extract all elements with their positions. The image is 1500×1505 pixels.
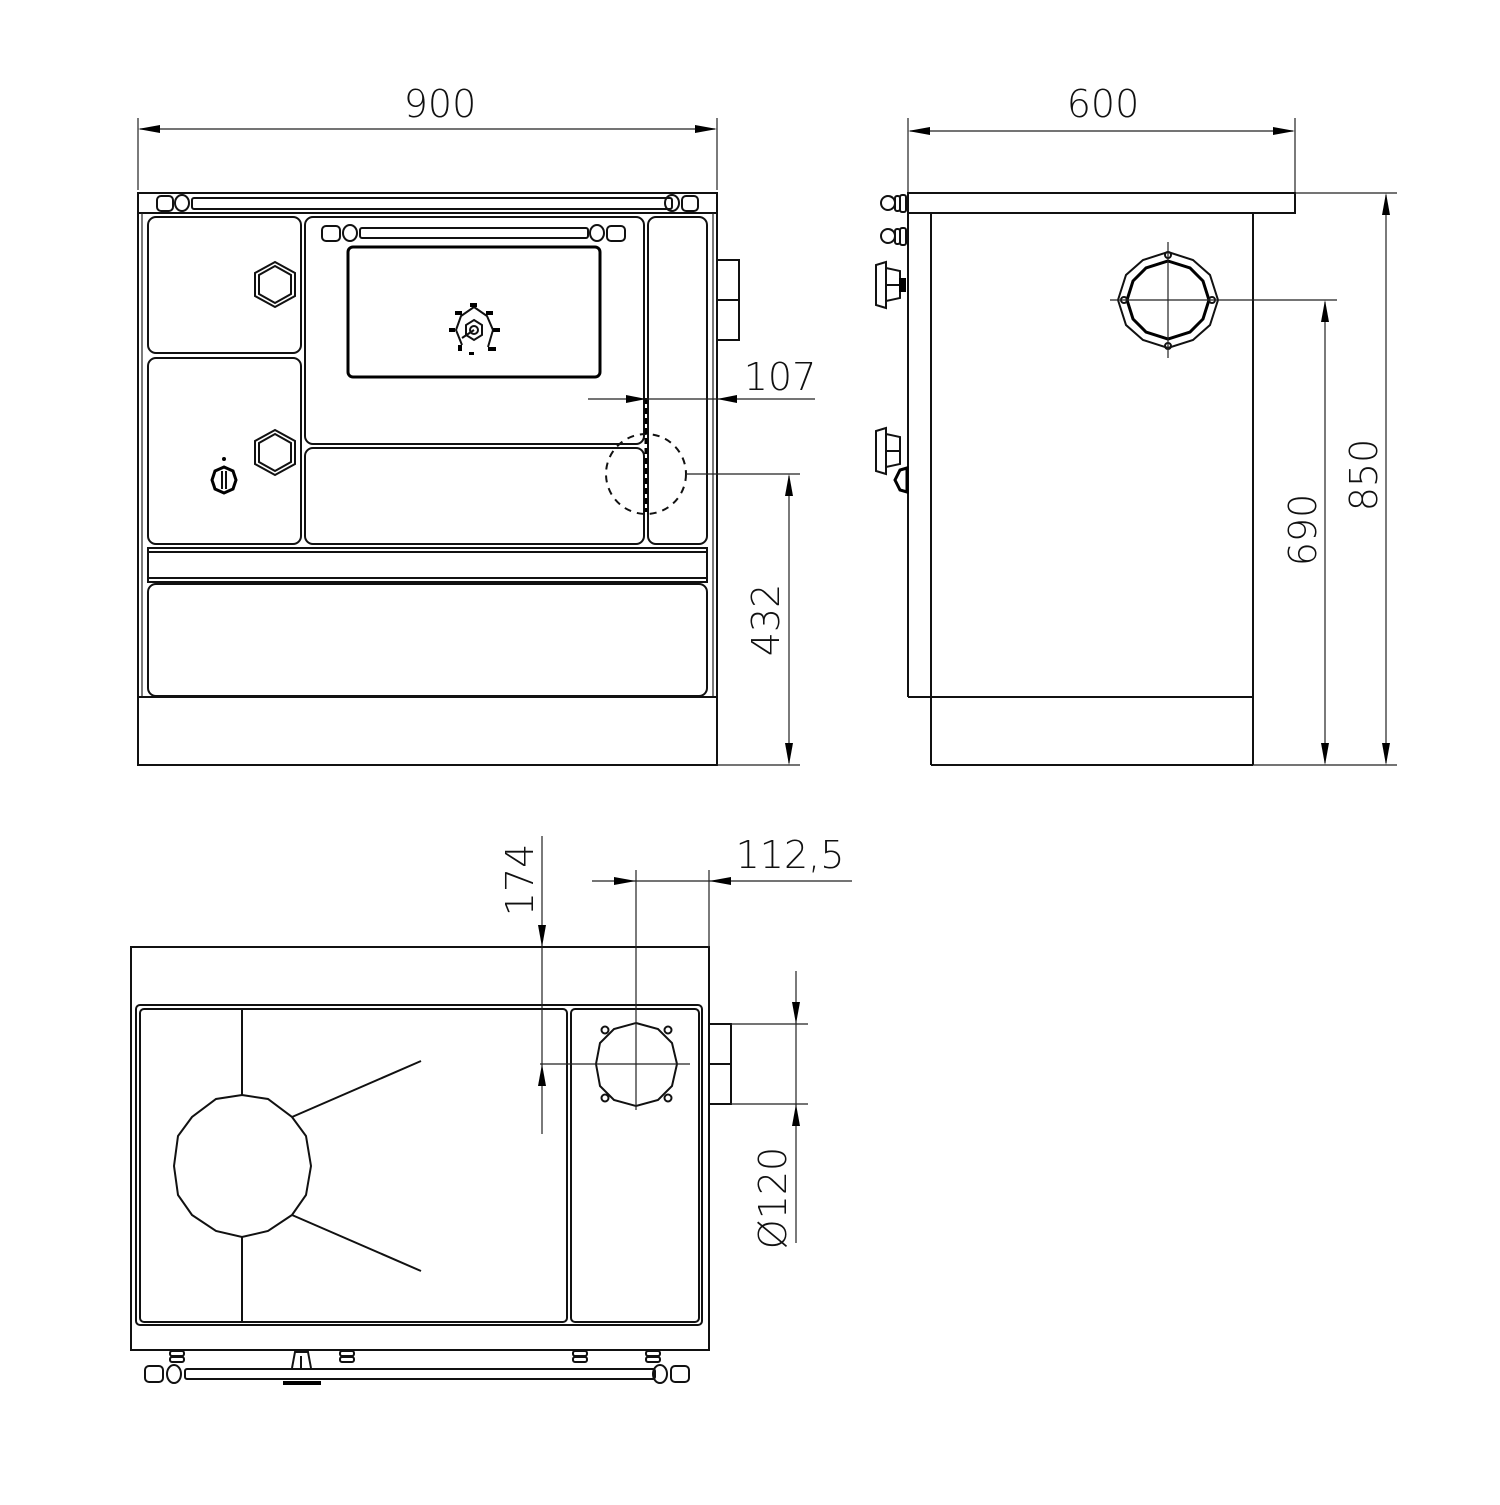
dimension-174: 174 [498, 836, 546, 1134]
dim-label-432: 432 [744, 584, 788, 657]
dim-label-diameter-120: Ø120 [751, 1147, 795, 1249]
dimension-diameter-120: Ø120 [731, 971, 808, 1249]
dim-label-107: 107 [744, 355, 817, 399]
towel-rail-icon [144, 1350, 690, 1385]
dim-label-174: 174 [498, 844, 542, 917]
draft-regulator-icon [210, 457, 238, 495]
dimension-width-900: 900 [137, 82, 718, 190]
side-view: 600 [875, 82, 1397, 766]
dimension-690: 690 [1281, 300, 1329, 765]
flue-outlet-icon [1110, 242, 1337, 358]
oven-window [346, 245, 602, 379]
thermometer-icon [449, 303, 500, 355]
dim-label-690: 690 [1281, 494, 1325, 567]
dim-label-900: 900 [404, 82, 477, 126]
top-view: 174 112,5 Ø120 [130, 833, 852, 1385]
dim-label-112-5: 112,5 [736, 833, 845, 877]
rail-knob-icon [880, 227, 907, 246]
dim-label-850: 850 [1342, 439, 1386, 512]
towel-rail-icon [156, 194, 699, 212]
dimension-112-5: 112,5 [592, 833, 852, 947]
door-handle-icon [875, 426, 909, 494]
flue-outlet-icon [540, 870, 690, 1110]
door-handle-icon [875, 260, 906, 310]
dim-label-600: 600 [1067, 82, 1140, 126]
dimension-107: 107 [588, 355, 816, 403]
front-view: 900 [137, 82, 816, 766]
oven-handle-icon [321, 224, 626, 242]
dimension-432: 432 [686, 473, 800, 766]
hex-knob-icon [254, 260, 296, 309]
dimension-depth-600: 600 [907, 82, 1296, 192]
hex-knob-icon [254, 428, 296, 477]
hotplate-ring-icon [172, 1093, 313, 1239]
dimension-850: 850 [1295, 192, 1397, 765]
rail-knob-icon [880, 194, 907, 213]
